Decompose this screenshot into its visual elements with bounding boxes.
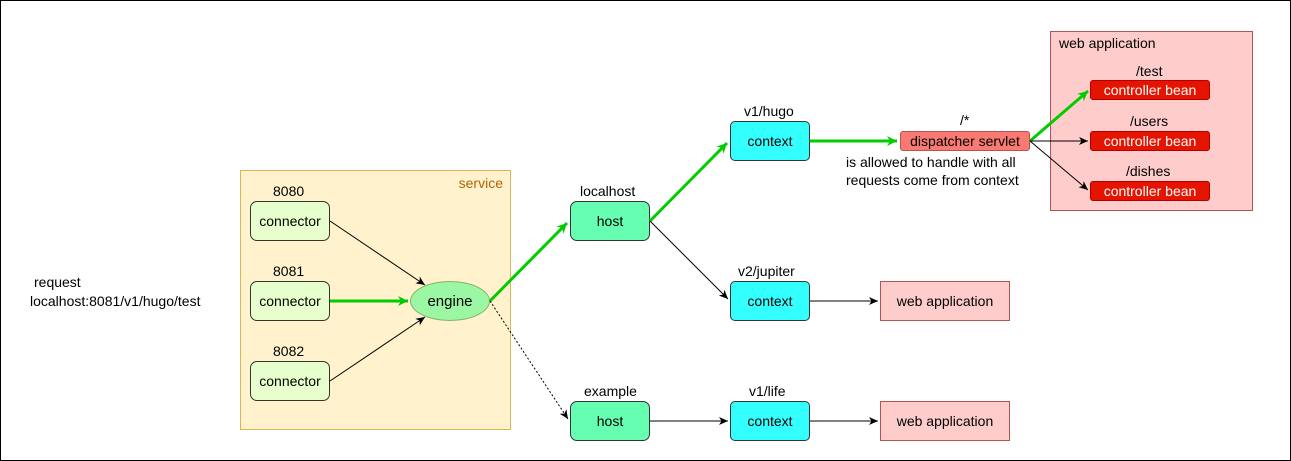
edge-dispatcher-bean-test xyxy=(1029,89,1089,143)
web-application-jupiter: web application xyxy=(880,281,1010,321)
context-path-v1-life: v1/life xyxy=(749,383,786,399)
bean-path-dishes: /dishes xyxy=(1126,163,1171,179)
request-url: localhost:8081/v1/hugo/test xyxy=(30,293,201,309)
edge-dispatcher-bean-dishes xyxy=(1029,140,1089,191)
context-v1-hugo: context xyxy=(730,121,810,161)
engine-node: engine xyxy=(410,281,490,321)
edge-localhost-v1hugo xyxy=(648,141,729,223)
connector-8081: connector xyxy=(250,281,330,321)
dispatcher-mapping: /* xyxy=(960,112,970,128)
edge-engine-example xyxy=(489,300,569,420)
request-label: request xyxy=(34,274,81,290)
host-example: host xyxy=(570,401,650,441)
context-v1-life: context xyxy=(730,401,810,441)
connector-8080: connector xyxy=(250,201,330,241)
controller-bean-test: controller bean xyxy=(1090,80,1210,100)
web-application-group-title: web application xyxy=(1059,35,1156,51)
host-localhost: host xyxy=(570,201,650,241)
connector-8082: connector xyxy=(250,361,330,401)
bean-path-test: /test xyxy=(1136,63,1163,79)
host-name-localhost: localhost xyxy=(580,183,636,199)
context-path-v2-jupiter: v2/jupiter xyxy=(738,263,795,279)
controller-bean-users: controller bean xyxy=(1090,131,1210,151)
connector-port-8081: 8081 xyxy=(273,263,305,279)
host-name-example: example xyxy=(584,383,637,399)
controller-bean-dishes: controller bean xyxy=(1090,181,1210,201)
dispatcher-note-line1: is allowed to handle with all xyxy=(846,154,1016,170)
connector-port-8080: 8080 xyxy=(273,183,305,199)
edge-localhost-v2jupiter xyxy=(649,220,729,300)
web-application-life: web application xyxy=(880,401,1010,441)
bean-path-users: /users xyxy=(1130,113,1169,129)
service-title: service xyxy=(458,175,503,191)
context-v2-jupiter: context xyxy=(730,281,810,321)
dispatcher-note-line2: requests come from context xyxy=(846,172,1019,188)
connector-port-8082: 8082 xyxy=(273,343,305,359)
edge-connector8082-engine xyxy=(329,316,426,382)
context-path-v1-hugo: v1/hugo xyxy=(744,103,794,119)
edge-engine-localhost xyxy=(488,221,569,303)
edge-connector8080-engine xyxy=(329,220,426,286)
dispatcher-servlet: dispatcher servlet xyxy=(900,131,1030,151)
